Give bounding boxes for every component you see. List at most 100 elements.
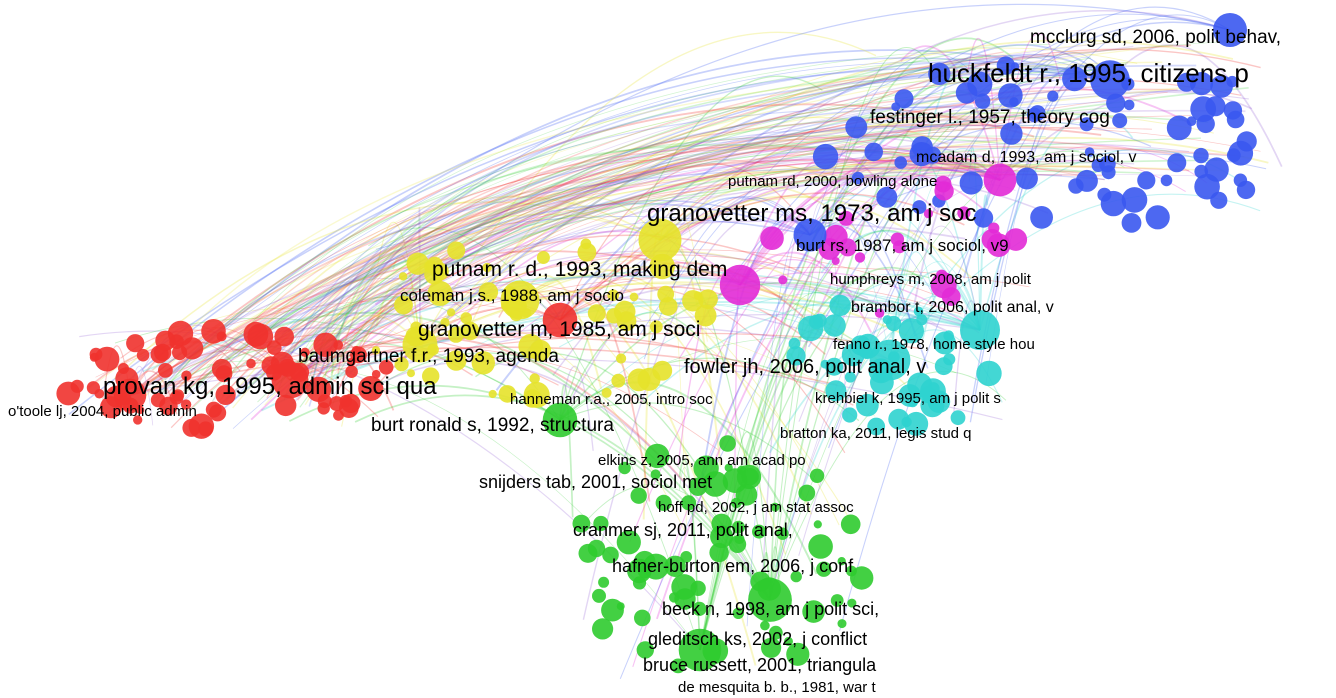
network-node	[680, 551, 693, 563]
network-edge	[221, 165, 1190, 397]
network-edge	[928, 225, 981, 331]
network-node	[447, 308, 456, 317]
network-edge	[280, 54, 992, 384]
node-label: brambor t, 2006, polit anal, v	[851, 299, 1054, 316]
network-edge	[739, 199, 867, 286]
network-node	[616, 353, 627, 364]
network-node	[923, 209, 934, 219]
network-node	[898, 318, 925, 344]
network-edge	[659, 196, 903, 241]
network-edge	[698, 53, 1111, 487]
network-node	[271, 361, 309, 399]
network-node	[358, 376, 384, 401]
network-edge	[295, 62, 1128, 372]
network-edge	[889, 63, 976, 361]
network-node	[912, 200, 927, 215]
node-label: elkins z, 2005, ann am acad po	[598, 452, 806, 469]
network-node	[136, 348, 150, 362]
network-node	[838, 238, 857, 257]
network-edge	[319, 55, 1007, 375]
network-node	[837, 619, 847, 629]
network-node	[867, 417, 886, 436]
network-edge	[559, 171, 883, 421]
network-node	[211, 358, 232, 379]
network-node	[890, 232, 905, 246]
network-node	[317, 402, 330, 415]
network-node	[133, 415, 143, 425]
network-node	[752, 524, 766, 539]
network-node	[188, 413, 215, 439]
network-edge	[141, 85, 1203, 400]
network-edge	[419, 283, 826, 346]
network-edge	[289, 332, 920, 381]
network-node	[1167, 153, 1187, 173]
network-node	[70, 379, 84, 393]
network-node	[812, 143, 839, 170]
network-node	[657, 285, 675, 303]
network-edge	[807, 21, 1231, 348]
network-node	[577, 242, 597, 262]
node-label: fenno r., 1978, home style hou	[833, 336, 1035, 353]
network-edge	[318, 270, 981, 352]
network-node	[627, 558, 652, 584]
network-node	[860, 346, 874, 359]
network-edge	[418, 207, 421, 346]
node-label: hafner-burton em, 2006, j conf	[612, 556, 854, 576]
network-node	[935, 269, 948, 282]
network-edge	[164, 115, 1053, 401]
network-node	[778, 275, 788, 285]
network-node	[694, 304, 717, 327]
network-node	[1160, 174, 1173, 187]
network-node	[919, 386, 937, 404]
network-node	[306, 376, 332, 402]
network-edge	[129, 332, 559, 396]
network-node	[634, 609, 651, 627]
network-node	[607, 289, 619, 302]
network-node	[209, 404, 227, 422]
network-node	[959, 171, 983, 195]
network-edge	[890, 270, 981, 339]
network-node	[768, 625, 783, 640]
network-node	[339, 398, 359, 419]
network-edge	[162, 155, 1084, 406]
network-node	[894, 89, 914, 109]
network-edge	[337, 146, 975, 374]
network-node	[313, 332, 338, 357]
network-node	[1112, 113, 1128, 129]
network-edge	[232, 220, 811, 429]
network-node	[498, 385, 517, 403]
node-label: beck n, 1998, am j polit sci,	[662, 599, 879, 619]
network-node	[649, 320, 663, 334]
network-edge	[129, 103, 1035, 396]
network-edge	[264, 97, 1061, 406]
network-node	[215, 384, 236, 405]
network-edge	[266, 116, 1082, 399]
network-edge	[414, 254, 741, 349]
network-edge	[341, 305, 421, 427]
network-node	[587, 304, 606, 323]
network-node	[825, 380, 847, 402]
network-node	[275, 394, 297, 417]
network-node	[988, 222, 1000, 234]
network-edge	[588, 483, 771, 601]
network-node	[655, 494, 672, 511]
network-edge	[168, 80, 1015, 380]
network-node	[1145, 205, 1170, 230]
network-edge	[659, 136, 1269, 241]
network-edge	[769, 191, 855, 601]
node-label: festinger l., 1957, theory cog	[870, 107, 1110, 128]
network-node	[1213, 13, 1247, 47]
network-node	[786, 642, 810, 666]
network-node	[688, 477, 708, 496]
network-node	[500, 280, 540, 320]
network-edge	[292, 88, 1078, 376]
network-node	[674, 588, 696, 610]
network-node	[1029, 105, 1046, 121]
network-edge	[495, 61, 1111, 391]
network-edge	[419, 111, 1214, 346]
network-node	[630, 487, 647, 504]
network-node	[1101, 165, 1116, 180]
network-edge	[195, 43, 1051, 391]
network-edge	[809, 121, 1152, 236]
network-node	[529, 339, 552, 362]
